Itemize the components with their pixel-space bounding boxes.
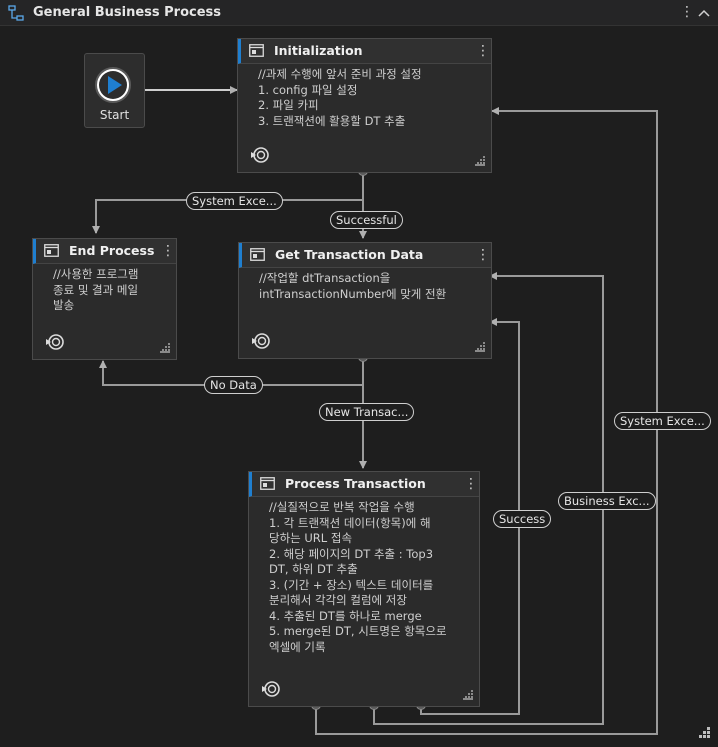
resize-grip-icon[interactable] xyxy=(475,156,485,166)
state-icon xyxy=(260,477,275,490)
transition-init-successful[interactable]: Successful xyxy=(330,211,403,229)
entry-icon xyxy=(252,333,270,349)
state-icon xyxy=(44,244,59,257)
state-header: Initialization ⋮ xyxy=(238,39,491,64)
state-end-process[interactable]: End Process ⋮ //사용한 프로그램 종료 및 결과 메일 발송 xyxy=(32,238,177,360)
resize-grip-icon[interactable] xyxy=(160,343,170,353)
entry-icon xyxy=(262,681,280,697)
state-process-transaction[interactable]: Process Transaction ⋮ //실질적으로 반복 작업을 수행 … xyxy=(248,471,480,707)
state-title: End Process xyxy=(69,243,155,258)
state-menu-icon[interactable]: ⋮ xyxy=(476,247,490,263)
state-header: End Process ⋮ xyxy=(33,239,176,264)
play-icon xyxy=(95,67,131,103)
state-icon xyxy=(250,248,265,261)
state-initialization[interactable]: Initialization ⋮ //과제 수행에 앞서 준비 과정 설정 1.… xyxy=(237,38,492,173)
state-description: //과제 수행에 앞서 준비 과정 설정 1. config 파일 설정 2. … xyxy=(258,67,422,128)
transition-init-system-exception[interactable]: System Exce... xyxy=(186,192,283,210)
canvas-resize-grip-icon[interactable] xyxy=(698,727,710,739)
flowchart-icon xyxy=(8,5,24,21)
transition-no-data[interactable]: No Data xyxy=(204,376,263,394)
more-options-icon[interactable]: ⋮ xyxy=(680,4,694,20)
start-node[interactable]: Start xyxy=(84,53,145,128)
state-header: Process Transaction ⋮ xyxy=(249,472,479,497)
state-description: //실질적으로 반복 작업을 수행 1. 각 트랜잭션 데이터(항목)에 해 당… xyxy=(269,500,447,654)
resize-grip-icon[interactable] xyxy=(475,342,485,352)
start-label: Start xyxy=(99,108,130,122)
state-get-transaction-data[interactable]: Get Transaction Data ⋮ //작업할 dtTransacti… xyxy=(238,242,492,359)
state-title: Initialization xyxy=(274,43,363,58)
transition-success[interactable]: Success xyxy=(493,510,552,528)
entry-icon xyxy=(46,334,64,350)
collapse-icon[interactable] xyxy=(698,8,710,18)
state-title: Get Transaction Data xyxy=(275,247,424,262)
state-title: Process Transaction xyxy=(285,476,426,491)
state-header: Get Transaction Data ⋮ xyxy=(239,243,491,268)
state-description: //사용한 프로그램 종료 및 결과 메일 발송 xyxy=(53,267,139,312)
transition-system-exception[interactable]: System Exce... xyxy=(614,412,711,430)
resize-grip-icon[interactable] xyxy=(463,690,473,700)
state-menu-icon[interactable]: ⋮ xyxy=(476,43,490,59)
transition-new-transaction[interactable]: New Transac... xyxy=(319,403,415,421)
title-bar: General Business Process ⋮ xyxy=(0,0,718,26)
state-description: //작업할 dtTransaction을 intTransactionNumbe… xyxy=(259,271,447,301)
workflow-title: General Business Process xyxy=(33,5,222,20)
state-menu-icon[interactable]: ⋮ xyxy=(464,476,478,492)
state-icon xyxy=(249,44,264,57)
transition-business-exception[interactable]: Business Exc... xyxy=(558,492,656,510)
state-menu-icon[interactable]: ⋮ xyxy=(161,243,175,259)
entry-icon xyxy=(251,147,269,163)
